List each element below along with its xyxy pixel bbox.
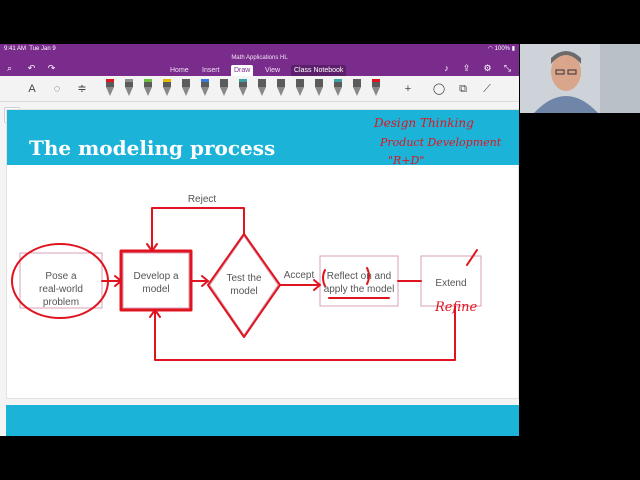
- extend-label: Extend: [435, 278, 467, 289]
- ink-strokes: [11, 207, 478, 361]
- webcam-feed: [520, 44, 640, 113]
- pen-2-icon[interactable]: [123, 79, 135, 99]
- pen-8-icon[interactable]: [237, 79, 249, 99]
- pen-12-icon[interactable]: [313, 79, 325, 99]
- slide-title: The modeling process: [29, 136, 276, 160]
- add-pen-button[interactable]: +: [404, 83, 412, 95]
- accept-label: Accept: [283, 270, 315, 281]
- search-icon[interactable]: ⌕: [6, 63, 13, 73]
- share-icon[interactable]: ⇪: [462, 63, 471, 73]
- tab-class-notebook[interactable]: Class Notebook: [291, 65, 347, 76]
- test-label-line2: model: [230, 286, 258, 297]
- pose-label: Pose a real-world problem: [20, 270, 102, 309]
- tab-insert[interactable]: Insert: [202, 67, 220, 74]
- ribbon: Math Applications HL ⌕ ↶ ↷ Home Insert D…: [0, 54, 519, 76]
- modeling-diagram: [11, 207, 482, 361]
- annotation-line2: Product Development: [380, 136, 502, 149]
- ink-reject-head: [146, 243, 158, 252]
- settings-icon[interactable]: ⚙: [483, 63, 492, 73]
- ink-test-diamond: [207, 233, 281, 338]
- ink-arrow-accept-head: [313, 279, 321, 291]
- eraser-icon[interactable]: ≑: [77, 83, 87, 95]
- pen-9-icon[interactable]: [256, 79, 268, 99]
- redo-icon[interactable]: ↷: [47, 63, 56, 73]
- pen-5-icon[interactable]: [180, 79, 192, 99]
- status-indicators: ◠ 100% ▮: [488, 44, 515, 54]
- slide: The modeling process: [6, 109, 519, 399]
- pen-13-icon[interactable]: [332, 79, 344, 99]
- collapse-icon[interactable]: ⤡: [503, 63, 512, 73]
- develop-label-line2: model: [142, 284, 170, 295]
- lasso-icon[interactable]: ◌: [53, 83, 61, 95]
- pen-11-icon[interactable]: [294, 79, 306, 99]
- ink-slash: [466, 249, 478, 266]
- page-canvas: ‹ The modeling process: [0, 102, 519, 436]
- pen-10-icon[interactable]: [275, 79, 287, 99]
- pen-14-icon[interactable]: [351, 79, 363, 99]
- refine-annotation: Refine: [435, 300, 478, 315]
- presenter-video: [520, 44, 640, 113]
- test-diamond: [209, 235, 279, 336]
- reflect-label-line2: apply the model: [323, 284, 395, 295]
- ink-to-shape-icon[interactable]: ◯: [432, 83, 446, 95]
- annotation-line1: Design Thinking: [374, 116, 474, 130]
- pen-4-icon[interactable]: [161, 79, 173, 99]
- status-time-date: 9:41 AM Tue Jan 9: [4, 44, 56, 54]
- document-title: Math Applications HL: [231, 55, 288, 61]
- annotation-line3: "R+D": [388, 154, 425, 167]
- tab-view[interactable]: View: [265, 67, 281, 74]
- ink-arrow-1-head: [114, 275, 122, 287]
- develop-label: Develop a model: [123, 270, 189, 296]
- develop-box: [122, 252, 190, 309]
- bell-icon[interactable]: ♪: [444, 63, 449, 73]
- pen-6-icon[interactable]: [199, 79, 211, 99]
- ink-feedback-loop: [154, 305, 456, 361]
- status-time: 9:41 AM: [4, 46, 27, 52]
- test-label-line1: Test the: [226, 273, 262, 284]
- ink-paren-left: [322, 269, 326, 287]
- pen-7-icon[interactable]: [218, 79, 230, 99]
- pen-3-icon[interactable]: [142, 79, 154, 99]
- status-date: Tue Jan 9: [29, 46, 56, 52]
- wifi-icon: ◠: [487, 46, 493, 52]
- ink-arrow-2-head: [201, 275, 209, 287]
- test-label: Test the model: [214, 272, 274, 298]
- pen-15-icon[interactable]: [370, 79, 382, 99]
- tab-draw[interactable]: Draw: [231, 65, 254, 76]
- pen-1-icon[interactable]: [104, 79, 116, 99]
- ink-paren-right: [366, 267, 370, 285]
- status-bar: 9:41 AM Tue Jan 9 ◠ 100% ▮: [0, 44, 519, 54]
- next-slide: [6, 405, 519, 436]
- ipad-screen: 9:41 AM Tue Jan 9 ◠ 100% ▮ Math Applicat…: [0, 44, 519, 436]
- draw-toolbar: A ◌ ≑ + ◯ ⧉ ⟋: [0, 76, 519, 102]
- undo-icon[interactable]: ↶: [27, 63, 36, 73]
- ink-reject-loop: [151, 207, 245, 252]
- battery-icon: ▮: [511, 46, 515, 52]
- pose-label-line1: Pose a: [45, 271, 77, 282]
- ruler-icon[interactable]: ⟋: [483, 83, 491, 95]
- reflect-label: Reflect on and apply the model: [320, 270, 398, 296]
- reflect-label-line1: Reflect on and: [326, 271, 392, 282]
- ink-to-text-icon[interactable]: ⧉: [459, 83, 467, 95]
- develop-label-line1: Develop a: [133, 271, 179, 282]
- pose-label-line2: real-world problem: [39, 284, 83, 308]
- battery-percent: 100%: [494, 46, 511, 52]
- ink-feedback-head: [149, 309, 161, 318]
- reject-label: Reject: [187, 194, 217, 205]
- text-tool[interactable]: A: [28, 83, 36, 95]
- tab-home[interactable]: Home: [170, 67, 189, 74]
- slide-header: The modeling process: [7, 110, 519, 165]
